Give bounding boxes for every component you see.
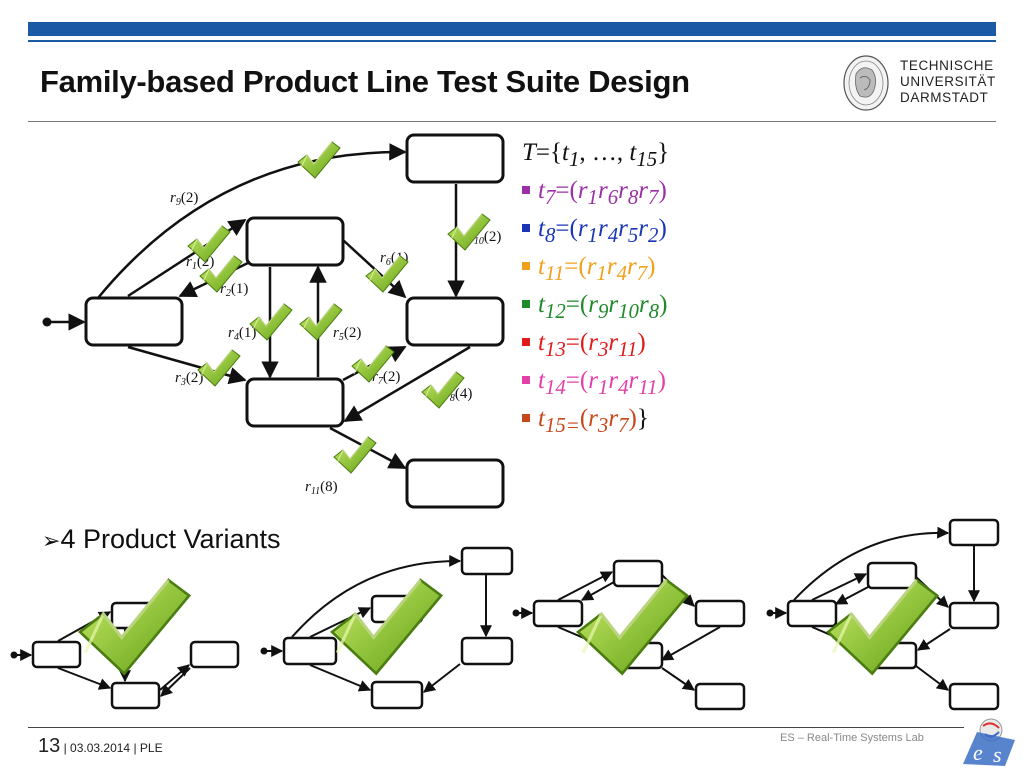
arrow-bullet-icon: ➢ <box>42 528 61 553</box>
test-suite-header: T={t1, …, t15} <box>522 139 670 171</box>
edge-label-r4: r4(1) <box>228 325 256 343</box>
node-top-right <box>405 133 505 184</box>
bullet-icon <box>522 300 530 309</box>
university-seal-logo <box>843 55 889 111</box>
edge-label-r2: r2(1) <box>220 281 248 299</box>
node-bottom-right <box>405 458 505 509</box>
title-underline <box>28 121 996 122</box>
bullet-icon <box>522 376 530 385</box>
footer-rule <box>28 727 964 728</box>
footer: 13 | 03.03.2014 | PLE <box>38 735 163 757</box>
edge-label-r9: r9(2) <box>170 190 198 208</box>
page-number: 13 <box>38 735 61 757</box>
university-wordmark: TECHNISCHE UNIVERSITÄT DARMSTADT <box>900 58 996 105</box>
variants-heading: ➢4 Product Variants <box>42 524 281 554</box>
check-icon <box>297 141 341 179</box>
footer-topic: PLE <box>139 741 163 755</box>
header-bar <box>28 22 996 36</box>
edge-label-r7: r7(2) <box>372 369 400 387</box>
header-rule <box>28 40 996 42</box>
footer-date: 03.03.2014 <box>70 741 131 755</box>
bullet-icon <box>522 338 530 347</box>
edge-r6 <box>342 239 407 299</box>
large-check-icon <box>78 578 191 676</box>
lab-name: ES – Real-Time Systems Lab <box>780 732 924 744</box>
test-case-row: t13=(r3r11) <box>522 324 669 362</box>
test-case-row: t8=(r1r4r5r2) <box>522 210 669 248</box>
test-case-row: t7=(r1r6r8r7) <box>522 172 669 210</box>
edge-r8 <box>343 345 471 423</box>
node-mid-right <box>405 296 505 347</box>
bullet-icon <box>522 224 530 233</box>
variant-4-diagram <box>766 518 1000 711</box>
edge-label-r5: r5(2) <box>333 325 361 343</box>
test-case-row: t12=(r9r10r8) <box>522 286 669 324</box>
node-center-bottom <box>245 377 345 428</box>
svg-text:e: e <box>973 740 983 765</box>
bullet-icon <box>522 186 530 195</box>
bullet-icon <box>522 414 530 423</box>
test-suite-legend: T={t1, …, t15} t7=(r1r6r8r7)t8=(r1r4r5r2… <box>522 134 669 438</box>
bullet-icon <box>522 262 530 271</box>
edge-r9 <box>97 143 407 299</box>
test-case-row: t15=(r3r7)} <box>522 400 669 438</box>
edge-label-r11: r11(8) <box>305 479 338 497</box>
edge-r3 <box>127 345 247 385</box>
check-icon <box>187 225 231 263</box>
test-case-row: t14=(r1r4r11) <box>522 362 669 400</box>
svg-text:s: s <box>993 742 1002 767</box>
node-center-top <box>245 216 345 267</box>
test-case-row: t11=(r1r4r7) <box>522 248 669 286</box>
variant-1-diagram <box>10 601 240 710</box>
edge-label-r3: r3(2) <box>175 370 203 388</box>
slide-title: Family-based Product Line Test Suite Des… <box>40 64 690 99</box>
es-lab-logo: e s <box>963 718 1015 767</box>
large-check-icon <box>826 578 939 676</box>
node-left <box>84 296 184 347</box>
check-icon <box>197 349 241 387</box>
large-check-icon <box>330 578 443 676</box>
